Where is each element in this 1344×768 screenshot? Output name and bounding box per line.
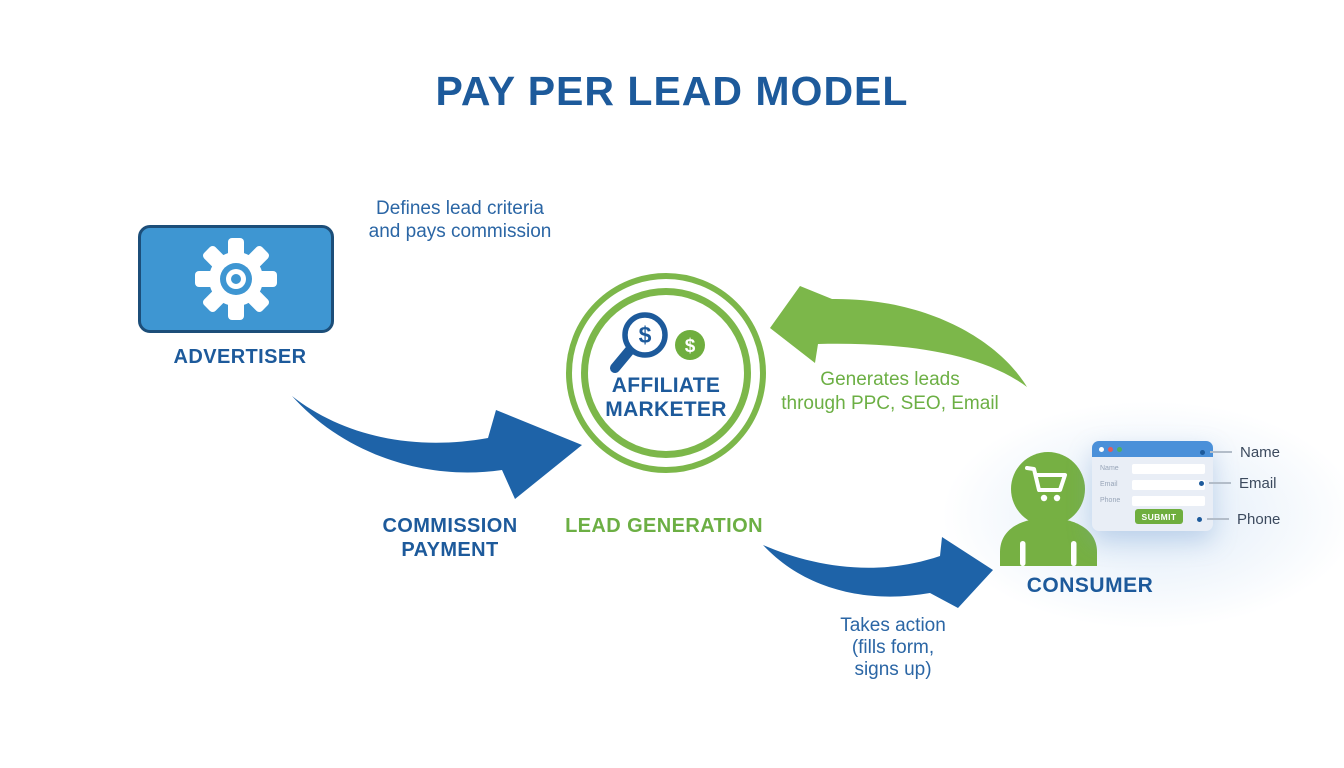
submit-button: SUBMIT xyxy=(1135,509,1183,524)
form-row-phone: Phone xyxy=(1100,495,1205,506)
generates-leads-note: Generates leads through PPC, SEO, Email xyxy=(781,368,999,416)
callout-dot-icon xyxy=(1200,449,1205,455)
generates-line2: through PPC, SEO, Email xyxy=(781,393,999,414)
advertiser-note: Defines lead criteria and pays commissio… xyxy=(369,197,552,243)
callout-line xyxy=(1207,518,1229,520)
advertiser-note-line2: and pays commission xyxy=(368,221,552,242)
affiliate-label-line2: MARKETER xyxy=(605,398,727,421)
commission-payment-arrow xyxy=(292,396,582,499)
commission-payment-label: COMMISSION PAYMENT xyxy=(382,514,517,562)
page-title: PAY PER LEAD MODEL xyxy=(435,68,909,114)
generates-line1: Generates leads xyxy=(820,369,960,390)
affiliate-label-line1: AFFILIATE xyxy=(611,374,721,397)
commission-line1: COMMISSION xyxy=(382,515,518,537)
callout-line xyxy=(1209,482,1231,484)
window-dot-icon xyxy=(1117,446,1122,452)
affiliate-marketer-label: AFFILIATE MARKETER xyxy=(605,374,726,422)
email-field-label: Email xyxy=(1100,481,1118,488)
callout-name: Name xyxy=(1200,443,1280,461)
callout-name-label: Name xyxy=(1240,443,1281,461)
shopping-cart-icon xyxy=(1025,466,1067,492)
consumer-body xyxy=(1000,518,1097,566)
callout-phone: Phone xyxy=(1197,510,1280,528)
consumer-label: CONSUMER xyxy=(1026,574,1154,597)
callout-email-label: Email xyxy=(1239,474,1277,492)
advertiser-label: ADVERTISER xyxy=(173,346,307,368)
takes-action-line2: (fills form, xyxy=(851,637,935,658)
name-field xyxy=(1132,463,1205,474)
lead-generation-label: LEAD GENERATION xyxy=(565,515,763,537)
name-field-label: Name xyxy=(1100,465,1119,472)
consumer-icon xyxy=(1000,452,1097,566)
takes-action-line1: Takes action xyxy=(840,615,946,636)
lead-form-titlebar xyxy=(1092,441,1213,457)
dollar-coin-icon xyxy=(675,330,705,360)
window-dot-icon xyxy=(1099,446,1104,452)
coin-dollar-glyph: $ xyxy=(685,336,696,357)
magnifier-icon xyxy=(622,312,668,358)
affiliate-icons: $ $ xyxy=(610,312,705,373)
takes-action-note: Takes action (fills form, signs up) xyxy=(840,615,946,681)
form-row-email: Email xyxy=(1100,479,1205,490)
callout-phone-label: Phone xyxy=(1237,510,1281,528)
window-dot-icon xyxy=(1108,446,1113,452)
advertiser-box xyxy=(138,225,334,333)
email-field xyxy=(1132,479,1205,490)
form-row-name: Name xyxy=(1100,463,1205,474)
magnifier-dollar-glyph: $ xyxy=(639,322,652,348)
gear-icon xyxy=(195,238,277,320)
phone-field-label: Phone xyxy=(1100,497,1121,504)
commission-line2: PAYMENT xyxy=(401,539,499,561)
callout-line xyxy=(1210,451,1232,453)
callout-dot-icon xyxy=(1199,480,1204,486)
magnifier-handle xyxy=(610,345,635,373)
callout-email: Email xyxy=(1199,474,1277,492)
affiliate-circle-inner-ring xyxy=(581,288,751,458)
takes-action-line3: signs up) xyxy=(854,659,932,680)
callout-dot-icon xyxy=(1197,516,1202,522)
phone-field xyxy=(1132,495,1205,506)
lead-form-window: Name Email Phone SUBMIT xyxy=(1092,441,1213,531)
advertiser-note-line1: Defines lead criteria xyxy=(376,198,544,219)
